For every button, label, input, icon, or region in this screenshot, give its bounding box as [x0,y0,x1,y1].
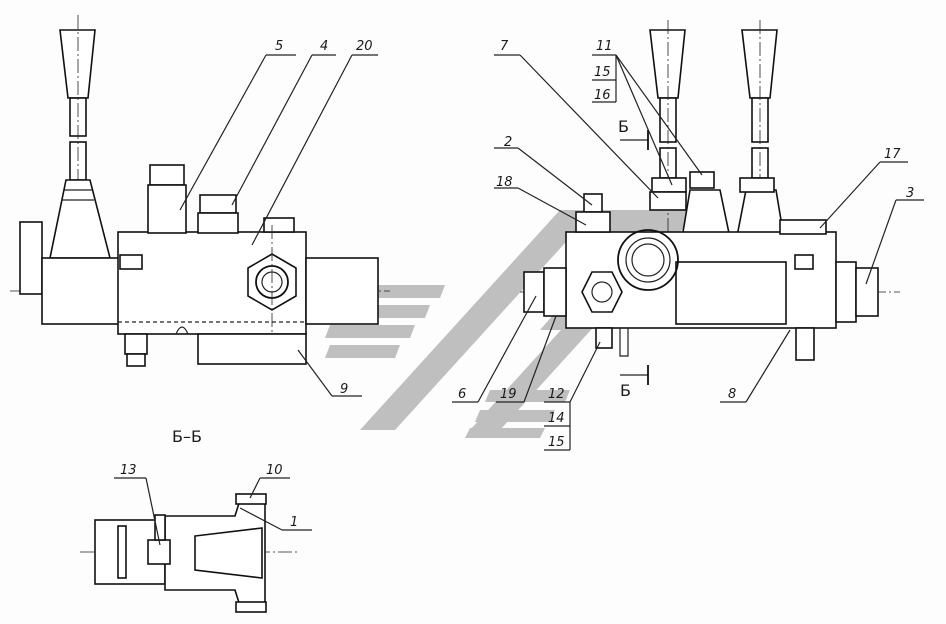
lever-handle-right-1 [649,29,686,99]
section-view [80,493,300,613]
callout-15a: 15 [594,65,611,80]
callout-11: 11 [596,39,613,54]
left-view [10,15,390,367]
callout-14: 14 [548,411,565,426]
section-marker-bottom: Б [620,381,631,400]
callout-3: 3 [906,186,914,201]
callout-18: 18 [496,175,513,190]
callout-1: 1 [290,515,298,530]
callout-labels: 5 4 20 9 7 11 15 16 2 18 17 3 6 19 12 14… [120,39,914,530]
callout-15b: 15 [548,435,565,450]
callout-7: 7 [500,39,509,54]
lever-handle-right-2 [741,29,778,99]
callout-16: 16 [594,88,611,103]
lever-handle-left [59,29,96,99]
callout-5: 5 [275,39,283,54]
section-title: Б–Б [172,427,202,446]
section-marks [620,130,649,385]
callout-20: 20 [356,39,373,54]
callout-17: 17 [884,147,901,162]
leader-lines [114,54,924,546]
callout-8: 8 [728,387,736,402]
right-view [520,20,900,361]
section-marker-top: Б [618,117,629,136]
callout-9: 9 [340,382,348,397]
callout-10: 10 [266,463,283,478]
callout-13: 13 [120,463,137,478]
callout-4: 4 [320,39,328,54]
callout-2: 2 [504,135,512,150]
callout-12: 12 [548,387,565,402]
callout-6: 6 [458,387,466,402]
callout-19: 19 [500,387,517,402]
